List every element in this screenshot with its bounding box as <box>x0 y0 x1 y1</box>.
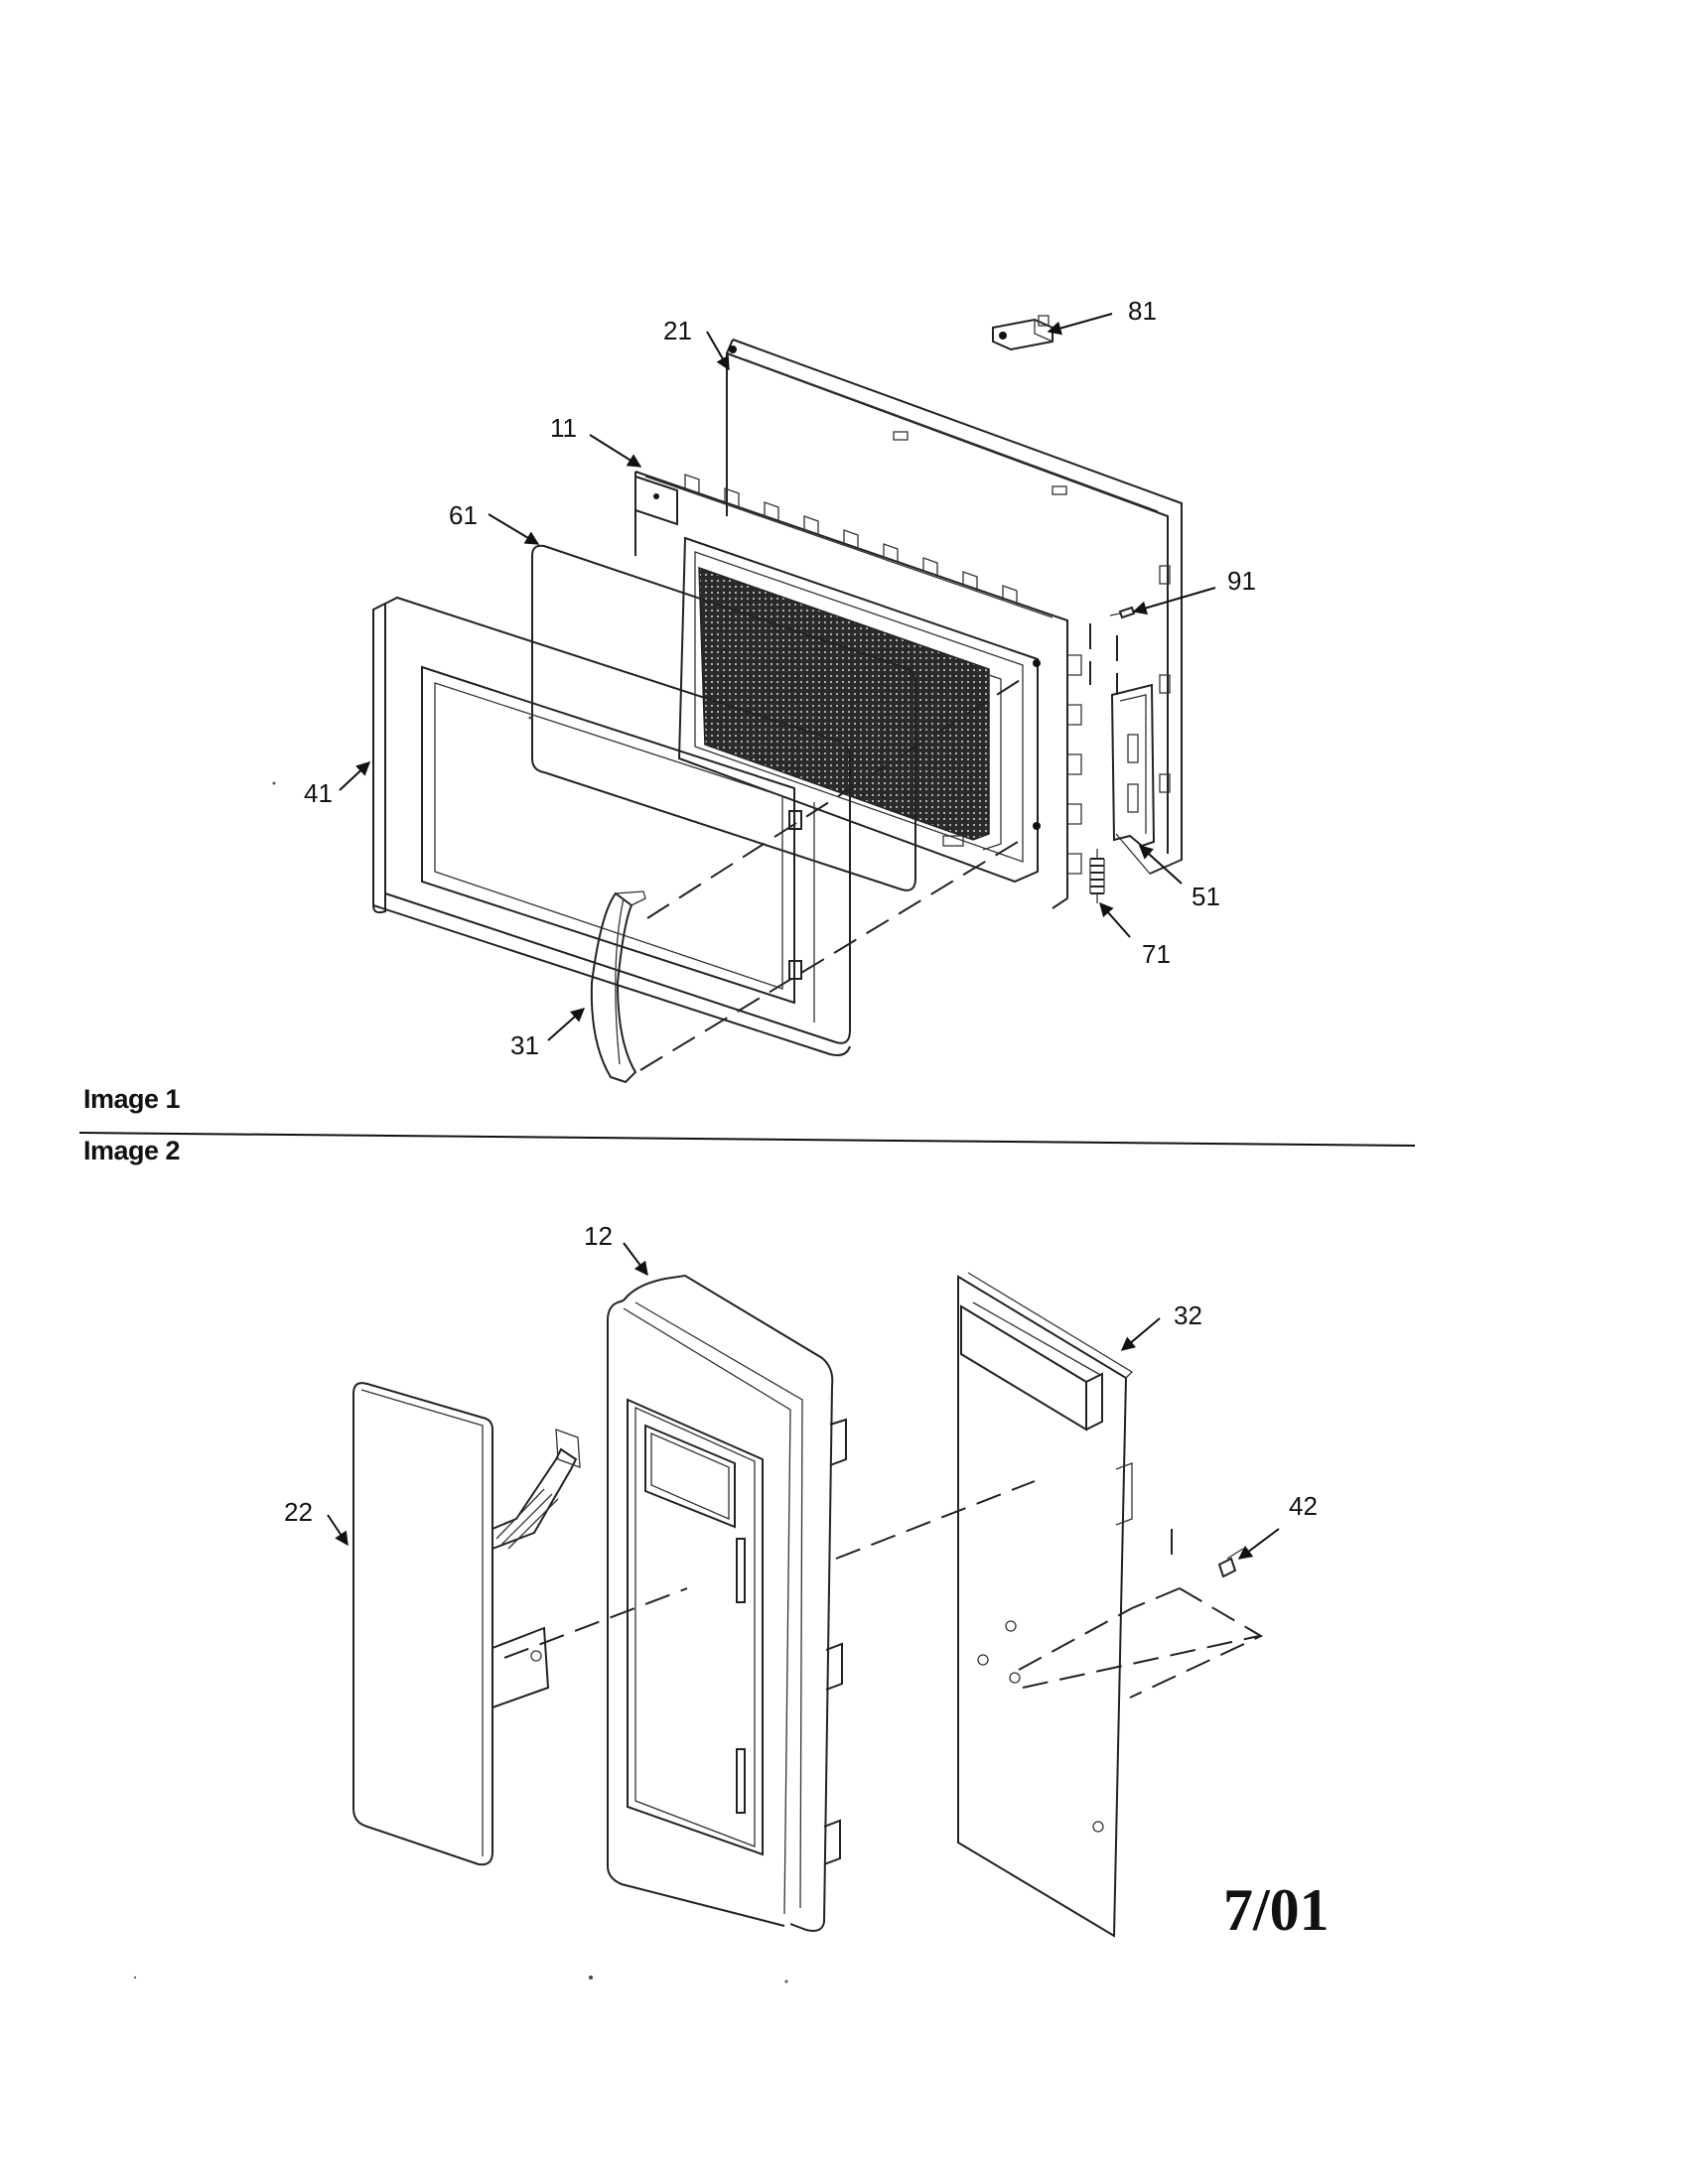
callout-21: 21 <box>663 316 692 345</box>
part-22-membrane-keypad <box>352 1382 581 1866</box>
callout-61: 61 <box>449 500 478 530</box>
assembly-line-handle-bottom <box>639 835 1029 1071</box>
callout-12: 12 <box>584 1221 613 1251</box>
callout-pointers-image2 <box>327 1242 1280 1560</box>
part-12-control-panel-housing <box>607 1274 847 1932</box>
assembly-line-screw-b <box>1129 1587 1264 1699</box>
callout-71: 71 <box>1142 939 1171 969</box>
assembly-line-board-holes-2 <box>1018 1607 1133 1671</box>
callout-22: 22 <box>284 1497 313 1527</box>
callout-51: 51 <box>1192 882 1220 911</box>
callout-pointers-image1 <box>339 313 1216 1041</box>
part-81-latch-key <box>992 315 1053 351</box>
assembly-line-board-holes <box>1022 1635 1260 1689</box>
assembly-line-housing <box>835 1480 1036 1560</box>
assembly-line-keypad <box>503 1587 688 1659</box>
part-42-screw <box>1217 1548 1244 1578</box>
section-label-image-1: Image 1 <box>83 1084 181 1114</box>
part-51-latch-hook <box>1110 683 1156 848</box>
callout-32: 32 <box>1174 1300 1202 1330</box>
assembly-line-screw-a <box>1131 1587 1181 1609</box>
section-divider <box>78 1132 1416 1147</box>
part-91-screw <box>1109 606 1136 619</box>
part-61-door-glass <box>531 544 916 891</box>
section-label-image-2: Image 2 <box>83 1136 181 1165</box>
control-panel-assembly <box>352 1272 1264 1938</box>
callout-31: 31 <box>510 1030 539 1060</box>
part-71-spring <box>1089 849 1105 903</box>
callout-91: 91 <box>1227 566 1256 596</box>
revision-date: 7/01 <box>1223 1877 1330 1943</box>
callout-labels-image2: 12 32 22 42 <box>284 1221 1318 1527</box>
part-32-control-circuit-board <box>957 1272 1134 1938</box>
callout-42: 42 <box>1289 1491 1318 1521</box>
callout-11: 11 <box>550 413 577 443</box>
part-41-front-door-frame <box>372 596 851 1056</box>
callout-labels-image1: 21 81 11 61 91 41 51 71 31 <box>304 296 1256 1060</box>
part-31-door-handle <box>590 890 646 1084</box>
callout-41: 41 <box>304 778 333 808</box>
door-assembly <box>372 315 1183 1084</box>
callout-81: 81 <box>1128 296 1157 326</box>
part-21-door-frame <box>726 339 1183 875</box>
scan-specks <box>133 716 788 1983</box>
